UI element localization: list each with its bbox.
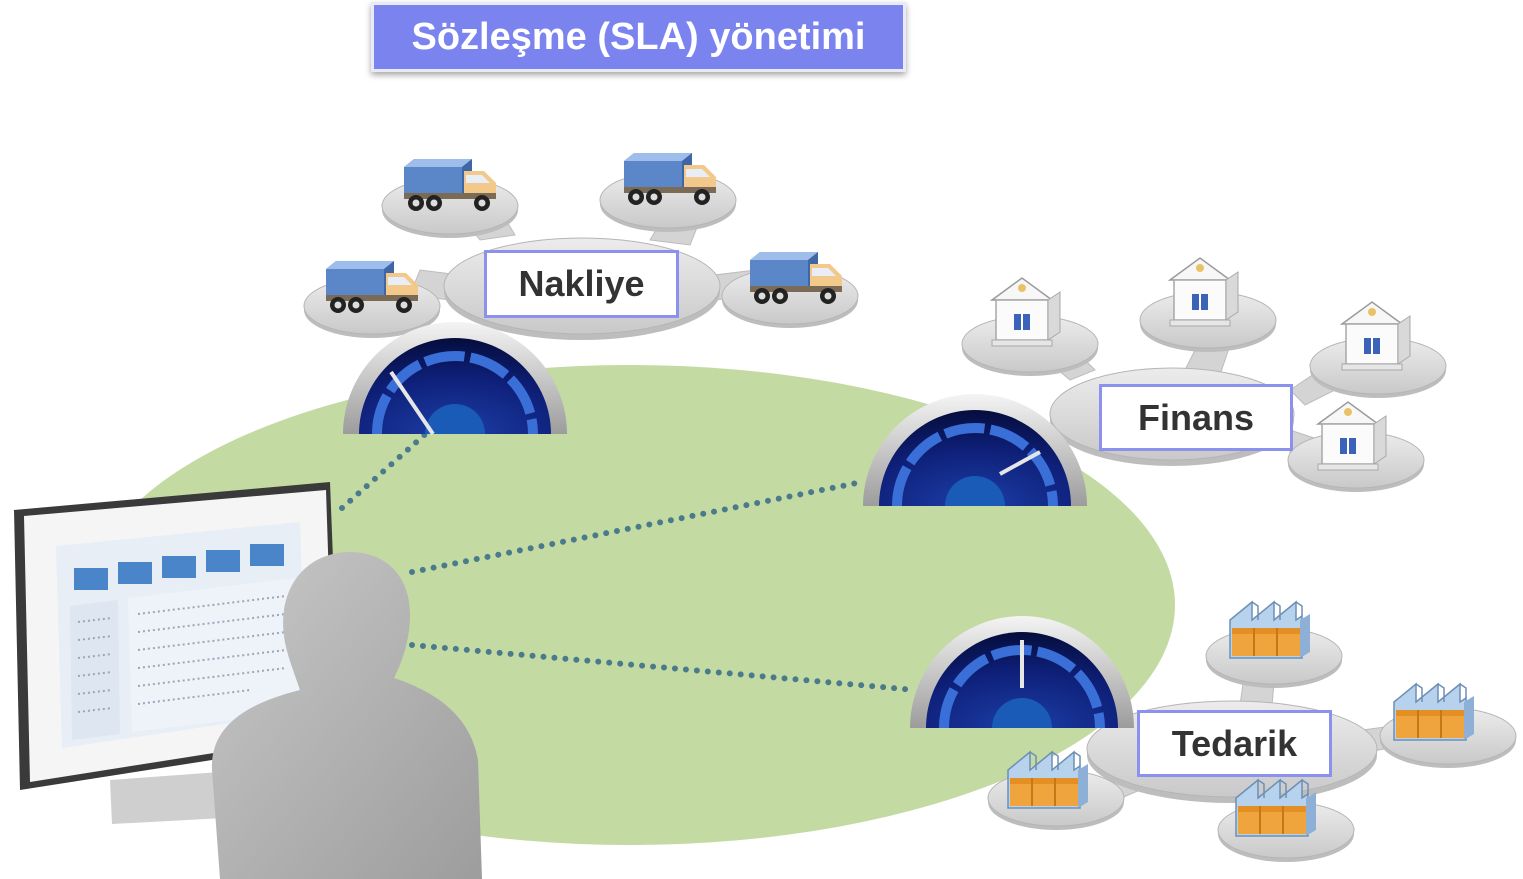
bank-icon — [1169, 257, 1239, 327]
connection-lines — [339, 427, 918, 693]
factory-icon — [1229, 601, 1311, 659]
monitor-text-lines — [77, 595, 287, 713]
link-tedarik — [409, 642, 918, 693]
user-icon — [211, 552, 482, 879]
monitor-toolbar — [74, 544, 284, 590]
gauge-finans — [863, 394, 1087, 507]
link-nakliye — [339, 427, 433, 511]
label-finans: Finans — [1099, 384, 1293, 451]
link-finans — [409, 479, 865, 575]
page-title: Sözleşme (SLA) yönetimi — [371, 2, 906, 72]
label-nakliye: Nakliye — [484, 250, 679, 318]
gauge-nakliye — [343, 322, 567, 436]
factory-icon — [1393, 683, 1475, 741]
bank-icon — [1317, 401, 1387, 471]
label-tedarik: Tedarik — [1137, 710, 1332, 777]
gauge-tedarik — [910, 616, 1134, 729]
factory-icon — [1007, 751, 1089, 809]
bank-icon — [1341, 301, 1411, 371]
bank-icon — [991, 277, 1061, 347]
